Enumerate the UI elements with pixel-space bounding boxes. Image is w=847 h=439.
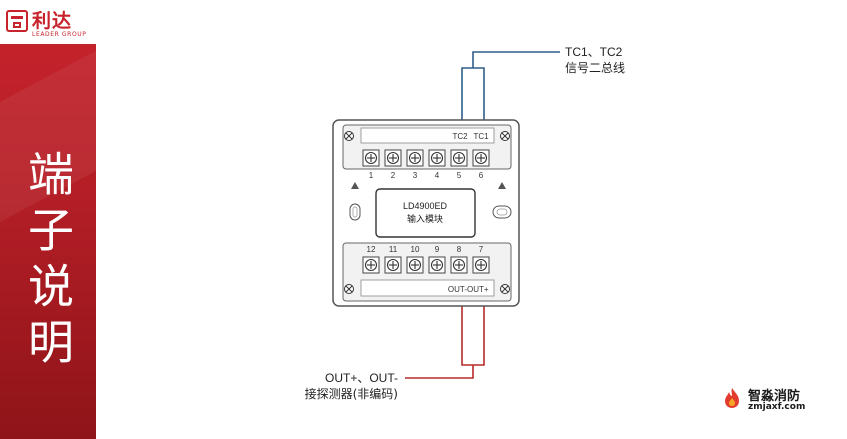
mount-screw-icon	[344, 284, 354, 294]
top-label-tc2: TC2	[452, 132, 468, 141]
bottom-wire-red	[405, 300, 485, 379]
bottom-callout-desc: 接探测器(非编码)	[305, 386, 398, 401]
sidebar-title-wrap: 端子说明	[0, 150, 96, 400]
bottom-terminal-number: 11	[389, 245, 398, 254]
up-arrow-icon	[498, 182, 506, 189]
mount-screw-icon	[344, 131, 354, 141]
bottom-label-out-plus: OUT+	[467, 285, 489, 294]
bottom-terminal-number: 9	[435, 245, 440, 254]
mount-screw-icon	[500, 131, 510, 141]
top-wire-blue	[461, 51, 560, 125]
sidebar-title: 端子说明	[21, 150, 75, 374]
flame-icon	[725, 388, 739, 408]
top-terminal-number: 3	[413, 171, 418, 180]
top-terminal-number: 2	[391, 171, 396, 180]
bottom-label-strip	[360, 279, 495, 297]
bottom-callout-terminals: OUT+、OUT-	[325, 371, 398, 385]
right-slot-inner	[496, 208, 508, 216]
bottom-terminal-number: 12	[367, 245, 376, 254]
brand-subtitle: LEADER GROUP	[32, 31, 87, 38]
mount-screw-icon	[500, 284, 510, 294]
left-slot-inner	[352, 206, 358, 218]
top-terminal-number: 4	[435, 171, 440, 180]
top-callout-desc: 信号二总线	[565, 61, 625, 75]
device-model: LD4900ED	[403, 201, 448, 211]
brand-logo: 利达 LEADER GROUP	[0, 0, 96, 44]
bottom-terminal-number: 8	[457, 245, 462, 254]
top-terminal-number: 5	[457, 171, 462, 180]
up-arrow-icon	[351, 182, 359, 189]
sidebar: 利达 LEADER GROUP 端子说明	[0, 0, 96, 439]
watermark-title: 智淼消防	[748, 389, 801, 404]
watermark-url: zmjaxf.com	[748, 402, 806, 412]
top-callout-terminals: TC1、TC2	[565, 45, 623, 59]
top-terminal-screws: 1 2 3 4 5 6	[362, 149, 490, 180]
brand-name: 利达	[32, 10, 73, 32]
top-terminal-number: 1	[369, 171, 374, 180]
device-label-panel	[375, 188, 476, 238]
bottom-terminal-number: 7	[479, 245, 484, 254]
device-name: 输入模块	[407, 213, 443, 225]
top-terminal-number: 6	[479, 171, 484, 180]
brand-mark-icon	[6, 10, 28, 32]
top-label-tc1: TC1	[473, 132, 489, 141]
bottom-terminal-number: 10	[411, 245, 420, 254]
bottom-label-out-minus: OUT-	[448, 285, 467, 294]
bottom-terminal-screws: 12 11 10 9 8 7	[362, 245, 490, 274]
top-label-strip	[360, 127, 495, 144]
